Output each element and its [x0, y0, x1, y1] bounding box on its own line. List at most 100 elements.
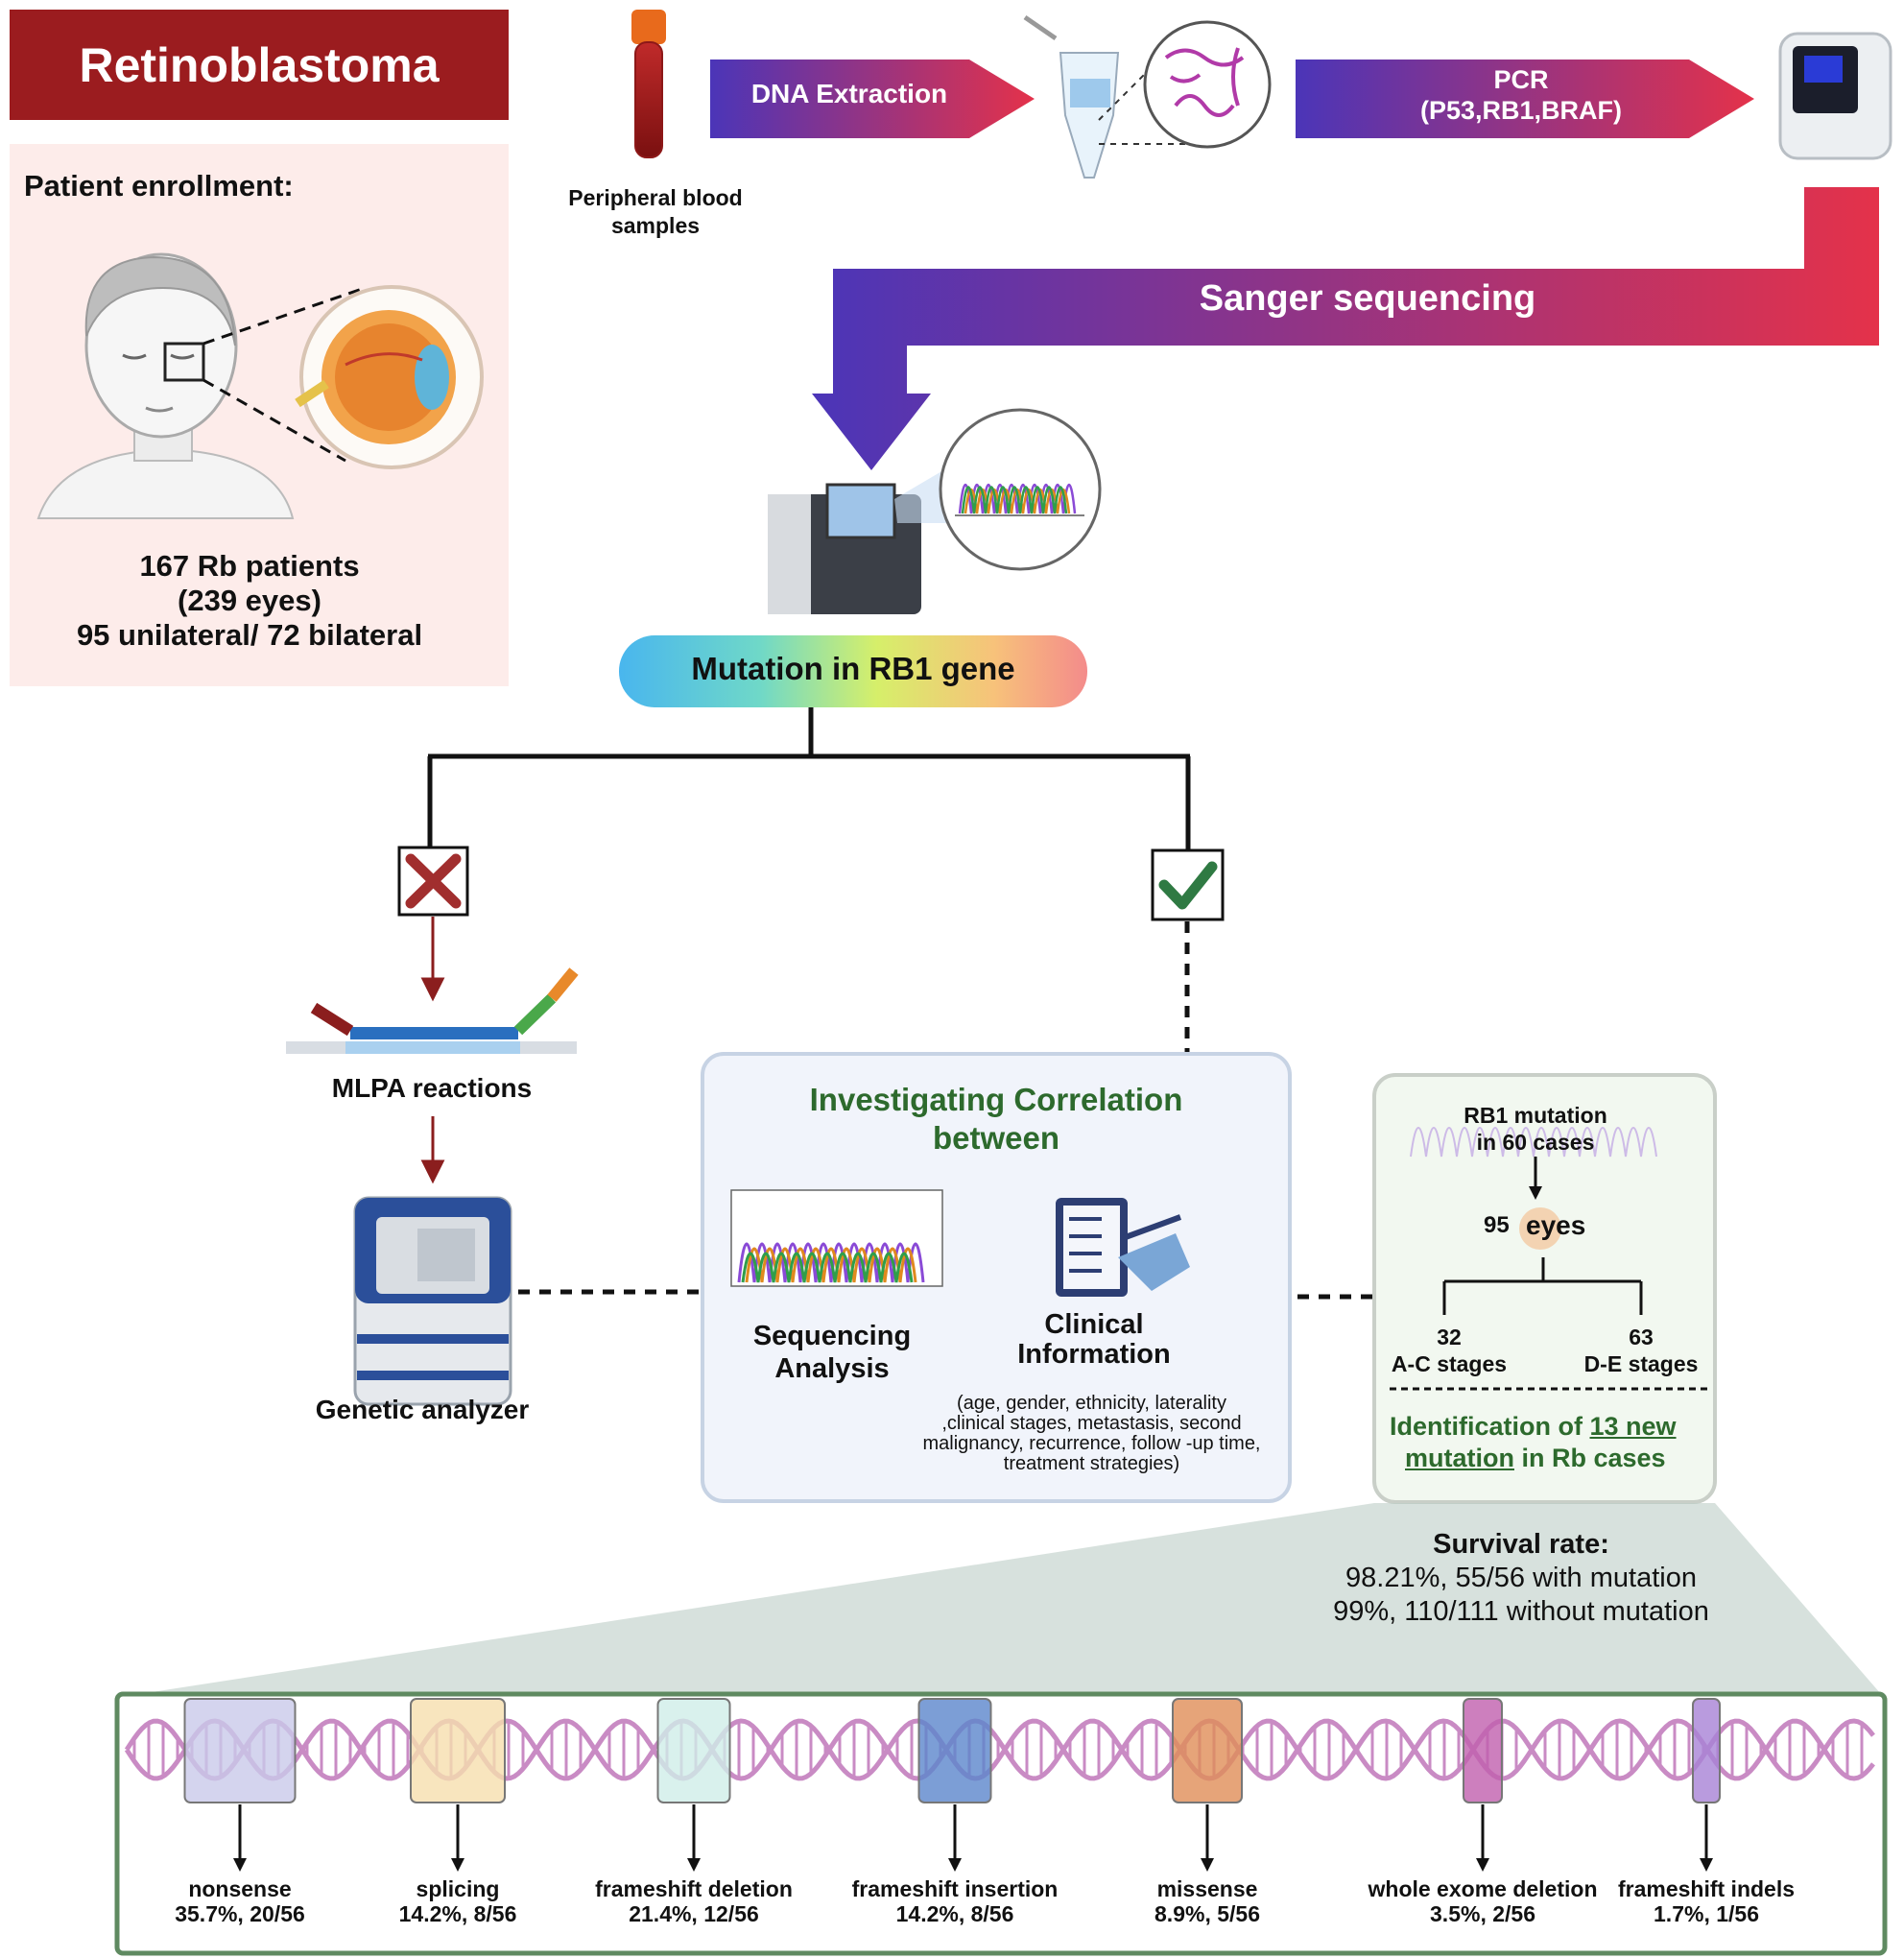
mutation-type-name: whole exome deletion [1368, 1876, 1598, 1901]
mutation-marker-2 [656, 1698, 731, 1803]
survival-with-mutation: 98.21%, 55/56 with mutation [1345, 1563, 1697, 1593]
mlpa-flow-arrows [420, 917, 445, 1184]
enrollment-heading: Patient enrollment: [24, 169, 294, 203]
rb1-cases-line1: RB1 mutation [1464, 1103, 1607, 1128]
survival-heading: Survival rate: [1433, 1529, 1609, 1560]
stage-split-lines [1442, 1257, 1643, 1315]
mutation-arrow-head-3 [948, 1858, 962, 1872]
survival-without-mutation: 99%, 110/111 without mutation [1333, 1596, 1709, 1627]
mutation-arrow-head-6 [1700, 1858, 1713, 1872]
rb1-mutation-label: Mutation in RB1 gene [691, 651, 1015, 686]
eye-highlight-icon [1519, 1207, 1561, 1250]
sequencer-machine-icon [768, 461, 960, 614]
eye-count: (239 eyes) [178, 584, 321, 617]
rb1-cases-label: RB1 mutation in 60 cases [1411, 1102, 1660, 1156]
laterality-count: 95 unilateral/ 72 bilateral [76, 618, 423, 652]
eyes-number: 95 [1484, 1212, 1510, 1238]
mlpa-label: MLPA reactions [331, 1073, 533, 1103]
sequencing-analysis-line1: Sequencing [752, 1321, 912, 1351]
pcr-label-line2: (P53,RB1,BRAF) [1419, 96, 1623, 125]
mutation-type-name: missense [1156, 1876, 1258, 1901]
microtube-icon [1023, 14, 1120, 179]
dotted-connectors [518, 921, 1374, 1300]
dna-extraction-label: DNA Extraction [750, 79, 948, 108]
clinical-details-line3: malignancy, recurrence, follow -up time, [922, 1433, 1261, 1454]
mutation-type-stat: 8.9%, 5/56 [1154, 1901, 1260, 1926]
mutation-type-stat: 1.7%, 1/56 [1654, 1901, 1759, 1926]
thermocycler-icon [1778, 32, 1892, 160]
ac-stage-count: 32 [1437, 1325, 1462, 1349]
clinical-information-line2: Information [1017, 1339, 1171, 1370]
mutation-type-stat: 14.2%, 8/56 [895, 1901, 1014, 1926]
patient-count: 167 Rb patients [139, 549, 360, 583]
genetic-analyzer-icon [353, 1196, 512, 1406]
pcr-label: PCR (P53,RB1,BRAF) [1296, 64, 1747, 126]
mutation-type-stat: 3.5%, 2/56 [1430, 1901, 1535, 1926]
mutation-type-name: frameshift deletion [595, 1876, 793, 1901]
mutation-marker-1 [410, 1698, 506, 1803]
dna-strands-icon [1143, 20, 1272, 149]
branch-connectors [427, 707, 1191, 850]
mutation-type-stat: 35.7%, 20/56 [175, 1901, 305, 1926]
sequencing-analysis-label: Sequencing Analysis [722, 1320, 942, 1385]
survival-block: Survival rate: 98.21%, 55/56 with mutati… [1305, 1528, 1737, 1629]
mutation-arrow-head-1 [451, 1858, 464, 1872]
correlation-heading: Investigating Correlation between [702, 1081, 1290, 1158]
eyeball-icon [295, 285, 484, 469]
chromatogram-zoom-icon [939, 408, 1102, 571]
no-mutation-x-icon [397, 846, 469, 917]
zoom-funnel [139, 1503, 1881, 1694]
mutation-type-stat: 21.4%, 12/56 [629, 1901, 759, 1926]
mutation-type-name: splicing [416, 1876, 500, 1901]
mutation-arrow-head-4 [1201, 1858, 1214, 1872]
mutation-marker-4 [1172, 1698, 1243, 1803]
mutation-marker-5 [1463, 1698, 1503, 1803]
clinical-clipboard-icon [1056, 1198, 1190, 1297]
mutation-arrow-head-0 [233, 1858, 247, 1872]
diagram-title: Retinoblastoma [10, 10, 509, 120]
clinical-information-label: Clinical Information [998, 1310, 1190, 1370]
sanger-sequencing-arrow [812, 187, 1879, 470]
ac-stage-label: A-C stages [1391, 1351, 1508, 1376]
mutation-marker-0 [183, 1698, 297, 1803]
clinical-information-line1: Clinical [1044, 1309, 1144, 1340]
mlpa-probe-icon [286, 967, 579, 1054]
rb1-cases-line2: in 60 cases [1476, 1130, 1595, 1155]
results-faded-chromatogram-icon [1410, 1127, 1657, 1158]
clinical-details: (age, gender, ethnicity, laterality ,cli… [897, 1394, 1286, 1474]
mutation-type-name: nonsense [188, 1876, 292, 1901]
ident-mutation: mutation [1405, 1444, 1514, 1472]
results-panel [1372, 1073, 1717, 1504]
mutation-found-check-icon [1151, 848, 1225, 921]
mutation-type-name: frameshift indels [1617, 1876, 1796, 1901]
pcr-arrow [1296, 60, 1754, 138]
correlation-heading-line2: between [932, 1120, 1060, 1156]
mutation-type-name: frameshift insertion [851, 1876, 1059, 1901]
new-mutation-identification: Identification of 13 new mutation in Rb … [1390, 1411, 1716, 1474]
pcr-label-line1: PCR [1493, 65, 1549, 94]
mutation-marker-3 [917, 1698, 992, 1803]
ident-suffix: in Rb cases [1514, 1444, 1666, 1472]
mutation-marker-6 [1692, 1698, 1721, 1803]
results-arrow-down [1529, 1157, 1542, 1200]
genetic-analyzer-label: Genetic analyzer [315, 1395, 530, 1424]
eyes-word: eyes [1526, 1210, 1586, 1240]
de-stage-count: 63 [1629, 1325, 1654, 1349]
correlation-panel [701, 1052, 1292, 1503]
correlation-heading-line1: Investigating Correlation [809, 1082, 1183, 1117]
dna-extraction-arrow [710, 60, 1035, 138]
rb1-mutation-pill-bg [619, 635, 1087, 707]
sequencing-analysis-line2: Analysis [774, 1353, 890, 1384]
mutation-type-stat: 14.2%, 8/56 [398, 1901, 517, 1926]
ident-prefix: Identification of [1390, 1412, 1590, 1441]
ident-count: 13 new [1589, 1412, 1677, 1441]
mutation-arrow-head-5 [1476, 1858, 1489, 1872]
